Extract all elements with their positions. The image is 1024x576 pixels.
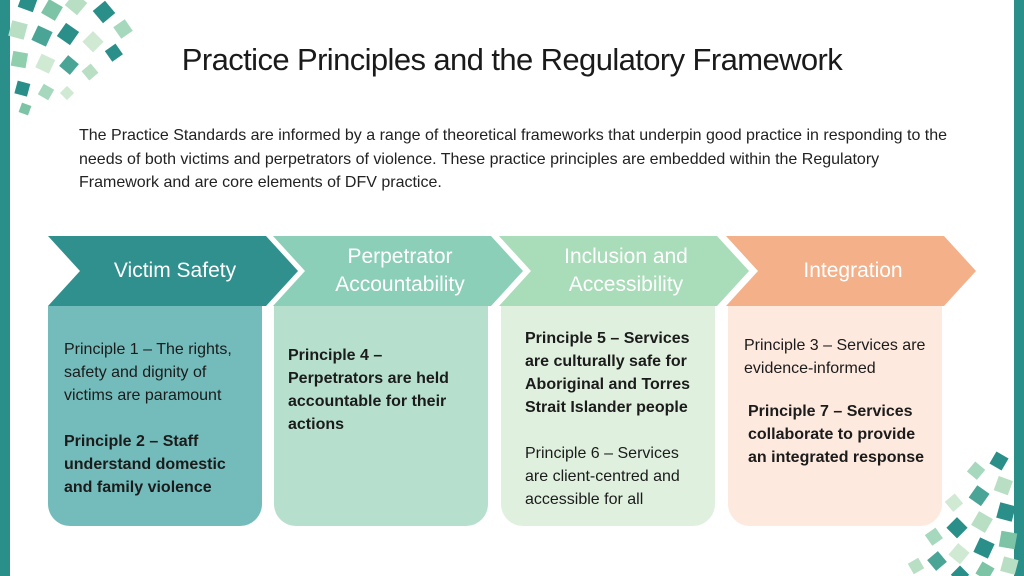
principle-5: Principle 5 – Services are culturally sa… xyxy=(525,330,691,416)
principle-6: Principle 6 – Services are client-centre… xyxy=(525,445,680,508)
principle-4: Principle 4 – Perpetrators are held acco… xyxy=(288,347,449,433)
chevron-integration xyxy=(726,236,976,306)
card-victim-safety: Principle 1 – The rights, safety and dig… xyxy=(48,306,262,526)
intro-paragraph: The Practice Standards are informed by a… xyxy=(79,127,948,191)
chevron-victim-safety xyxy=(48,236,298,306)
mosaic-pattern-icon xyxy=(8,0,133,116)
mosaic-pattern-icon xyxy=(907,451,1019,576)
principle-1: Principle 1 – The rights, safety and dig… xyxy=(64,341,232,404)
principle-7: Principle 7 – Services collaborate to pr… xyxy=(748,403,925,466)
chevron-inclusion-accessibility xyxy=(499,236,749,306)
card-perpetrator-accountability: Principle 4 – Perpetrators are held acco… xyxy=(274,306,488,526)
chevron-perpetrator-accountability xyxy=(273,236,523,306)
left-accent-bar xyxy=(0,0,10,576)
card-inclusion-accessibility: Principle 5 – Services are culturally sa… xyxy=(501,306,715,526)
card-integration: Principle 3 – Services are evidence-info… xyxy=(728,306,942,526)
page-title: Practice Principles and the Regulatory F… xyxy=(181,42,843,77)
heading-integration: Integration xyxy=(803,259,903,282)
right-accent-bar xyxy=(1014,0,1024,576)
principle-3: Principle 3 – Services are evidence-info… xyxy=(744,337,926,377)
heading-victim-safety: Victim Safety xyxy=(113,259,237,282)
principle-2: Principle 2 – Staff understand domestic … xyxy=(64,433,226,496)
chevron-headers xyxy=(48,236,976,306)
